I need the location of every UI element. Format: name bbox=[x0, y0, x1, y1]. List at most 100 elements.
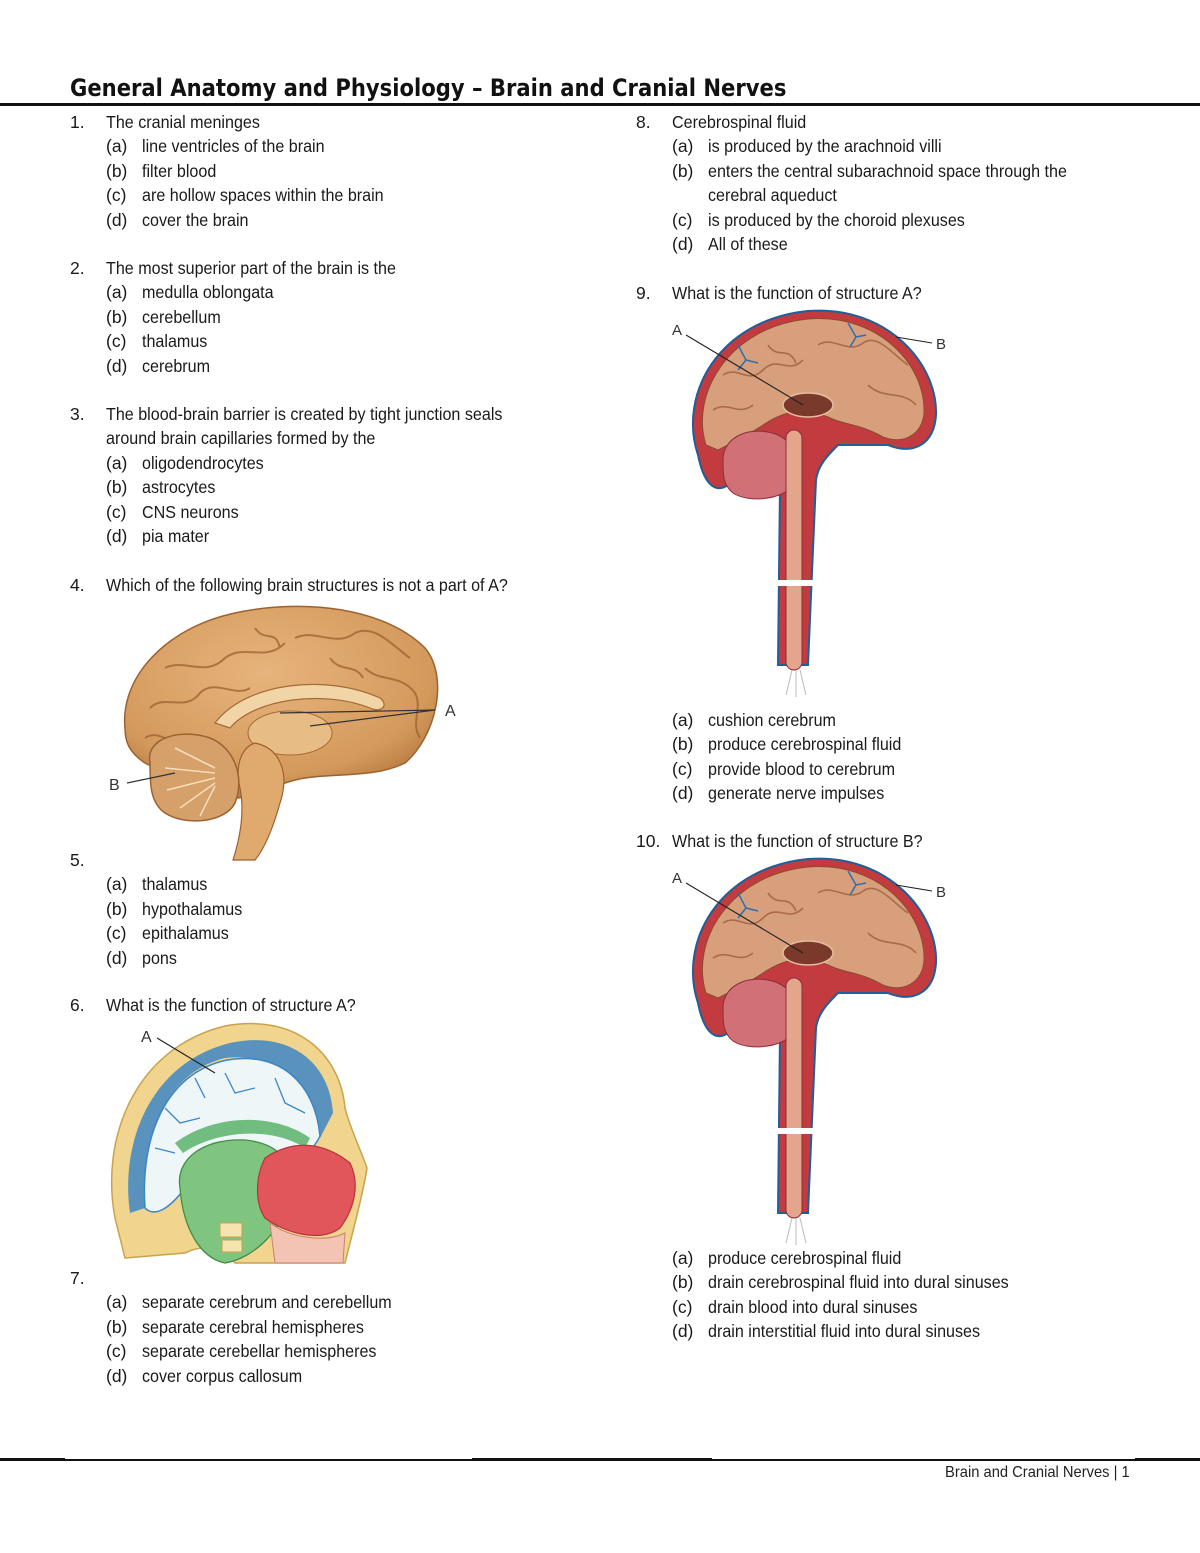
cauda-lines bbox=[785, 669, 807, 697]
question-9: 9. What is the function of structure A? bbox=[636, 281, 943, 305]
question-7: 7. (a)separate cerebrum and cerebellum (… bbox=[70, 1266, 413, 1388]
cerebrum-tan bbox=[701, 318, 925, 451]
head-section-figure: A bbox=[111, 1022, 368, 1264]
option-b[interactable]: (b)enters the central subarachnoid space… bbox=[672, 160, 1067, 181]
question-4: 4.Which of the following brain structure… bbox=[70, 573, 543, 597]
option-c[interactable]: (c)epithalamus bbox=[106, 923, 229, 944]
label-b: B bbox=[109, 777, 120, 794]
option-d[interactable]: (d)drain interstitial fluid into dural s… bbox=[672, 1321, 981, 1342]
option-c[interactable]: (c)thalamus bbox=[106, 331, 208, 352]
question-3: 3. The blood-brain barrier is created by … bbox=[70, 402, 537, 548]
label-a: A bbox=[141, 1029, 152, 1046]
header-rule bbox=[0, 103, 1200, 106]
diencephalon bbox=[247, 710, 333, 756]
option-d[interactable]: (d)cover corpus callosum bbox=[106, 1365, 303, 1386]
option-a[interactable]: (a)is produced by the arachnoid villi bbox=[672, 136, 942, 157]
question-10: 10.What is the function of structure B? bbox=[636, 829, 944, 853]
question-number: 2. bbox=[70, 258, 85, 278]
question-9-options: (a)cushion cerebrum (b)produce cerebrosp… bbox=[636, 708, 918, 806]
spine-vertebrae bbox=[219, 1222, 243, 1253]
option-b[interactable]: (b)cerebellum bbox=[106, 306, 221, 327]
question-1: 1. The cranial meninges (a)line ventricle… bbox=[70, 110, 405, 232]
brain-sagittal-figure: A B bbox=[109, 605, 456, 861]
question-stem: What is the function of structure B? bbox=[672, 831, 923, 851]
question-5: 5. (a)thalamus (b)hypothalamus (c)epitha… bbox=[70, 848, 251, 970]
option-c[interactable]: (c)CNS neurons bbox=[106, 501, 239, 522]
option-c[interactable]: (c)is produced by the choroid plexuses bbox=[672, 209, 965, 230]
question-number: 5. bbox=[70, 850, 85, 870]
leader-line-a bbox=[279, 709, 436, 714]
question-stem: The cranial meninges bbox=[106, 112, 260, 132]
option-a[interactable]: (a)produce cerebrospinal fluid bbox=[672, 1248, 902, 1268]
label-a: A bbox=[672, 322, 682, 339]
option-d[interactable]: (d)cover the brain bbox=[106, 209, 249, 230]
corpus-green-band bbox=[175, 1119, 310, 1153]
label-a: A bbox=[445, 703, 456, 720]
question-number: 1. bbox=[70, 112, 85, 132]
spinal-break bbox=[768, 580, 818, 586]
question-number: 9. bbox=[636, 283, 651, 303]
page-title: General Anatomy and Physiology – Brain a… bbox=[70, 74, 787, 102]
spinal-cord bbox=[785, 977, 803, 1219]
question-number: 3. bbox=[70, 404, 85, 424]
question-stem: Which of the following brain structures … bbox=[106, 575, 508, 595]
csf-flow-figure-2: A B bbox=[672, 857, 946, 1245]
question-6: 6.What is the function of structure A? bbox=[70, 993, 377, 1017]
spinal-break bbox=[768, 1128, 818, 1134]
question-stem: The most superior part of the brain is t… bbox=[106, 258, 396, 278]
arbor-vitae bbox=[164, 747, 216, 817]
leader-line-a bbox=[156, 1037, 216, 1074]
option-a[interactable]: (a)oligodendrocytes bbox=[106, 452, 264, 473]
option-a[interactable]: (a)medulla oblongata bbox=[106, 282, 274, 303]
footer-rule-accent-left bbox=[0, 1458, 65, 1461]
oral-area bbox=[269, 1221, 346, 1264]
option-d[interactable]: (d)generate nerve impulses bbox=[672, 783, 885, 804]
option-c[interactable]: (c)provide blood to cerebrum bbox=[672, 758, 896, 779]
question-stem: What is the function of structure A? bbox=[672, 283, 922, 303]
leader-line-b bbox=[126, 772, 176, 784]
option-a[interactable]: (a)separate cerebrum and cerebellum bbox=[106, 1292, 392, 1313]
question-10-options: (a)produce cerebrospinal fluid (b)drain … bbox=[636, 1246, 1035, 1344]
vessel-lines bbox=[154, 1072, 306, 1154]
option-d[interactable]: (d)pons bbox=[106, 947, 177, 968]
cerebrum-gyri bbox=[712, 887, 917, 959]
villi-blue bbox=[737, 870, 867, 919]
option-a[interactable]: (a)line ventricles of the brain bbox=[106, 136, 325, 157]
option-c[interactable]: (c)drain blood into dural sinuses bbox=[672, 1296, 918, 1317]
option-d[interactable]: (d)pia mater bbox=[106, 526, 210, 547]
csf-flow-figure-1: A B bbox=[672, 309, 946, 697]
option-c[interactable]: (c)separate cerebellar hemispheres bbox=[106, 1341, 377, 1362]
option-b[interactable]: (b)drain cerebrospinal fluid into dural … bbox=[672, 1272, 1009, 1293]
question-stem-line-2: around brain capillaries formed by the bbox=[106, 428, 376, 449]
question-8: 8. Cerebrospinal fluid (a)is produced by … bbox=[636, 110, 1098, 256]
spinal-cord bbox=[785, 429, 803, 671]
footer-rule-accent-mid bbox=[472, 1458, 712, 1461]
label-b: B bbox=[936, 336, 946, 353]
leader-line-a bbox=[685, 334, 804, 406]
option-b[interactable]: (b)hypothalamus bbox=[106, 898, 243, 919]
question-2: 2. The most superior part of the brain is… bbox=[70, 256, 421, 378]
option-b[interactable]: (b)filter blood bbox=[106, 160, 217, 181]
villi-blue bbox=[737, 322, 867, 371]
label-a: A bbox=[672, 870, 682, 887]
option-d[interactable]: (d)cerebrum bbox=[106, 355, 211, 376]
label-b: B bbox=[936, 884, 946, 901]
option-b[interactable]: (b)produce cerebrospinal fluid bbox=[672, 734, 902, 755]
nasal-cavity bbox=[256, 1144, 356, 1236]
footer-rule-accent-right bbox=[1135, 1458, 1200, 1461]
question-number: 8. bbox=[636, 112, 651, 132]
leader-line-b bbox=[895, 884, 933, 892]
ventricle bbox=[782, 392, 834, 418]
option-d[interactable]: (d)All of these bbox=[672, 234, 788, 255]
cauda-lines bbox=[785, 1217, 807, 1245]
cerebellum-shape bbox=[148, 733, 240, 822]
brainstem bbox=[232, 742, 285, 861]
question-stem-line-1: The blood-brain barrier is created by ti… bbox=[106, 404, 503, 424]
option-a[interactable]: (a)thalamus bbox=[106, 874, 208, 895]
option-b[interactable]: (b)separate cerebral hemispheres bbox=[106, 1316, 364, 1337]
option-c[interactable]: (c)are hollow spaces within the brain bbox=[106, 185, 384, 206]
option-a[interactable]: (a)cushion cerebrum bbox=[672, 710, 836, 730]
question-number: 7. bbox=[70, 1268, 85, 1288]
question-stem: Cerebrospinal fluid bbox=[672, 112, 807, 132]
option-b[interactable]: (b)astrocytes bbox=[106, 477, 216, 498]
